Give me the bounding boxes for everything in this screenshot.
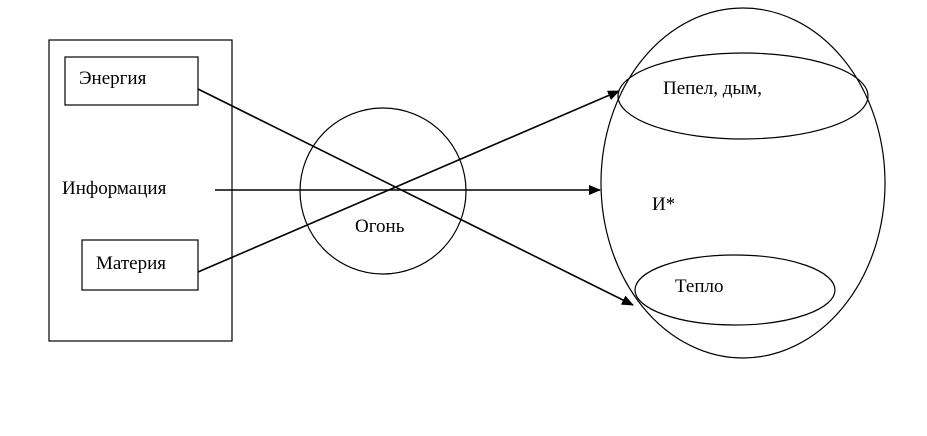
energy-label: Энергия: [79, 68, 147, 89]
information-label: Информация: [62, 178, 167, 199]
matter-box: [81, 239, 199, 291]
fire-circle: [299, 107, 467, 275]
heat-label: Тепло: [675, 276, 723, 297]
energy-box: [64, 56, 199, 106]
info-star-label: И*: [652, 194, 675, 215]
energy-to-heat-arrow: [197, 88, 634, 306]
ash-smoke-label: Пепел, дым,: [663, 78, 762, 99]
heat-ellipse: [634, 254, 836, 326]
matter-label: Материя: [96, 253, 166, 274]
matter-to-ash-smoke-arrow: [197, 90, 620, 273]
fire-label: Огонь: [355, 216, 405, 237]
outputs-ellipse: [600, 7, 886, 359]
